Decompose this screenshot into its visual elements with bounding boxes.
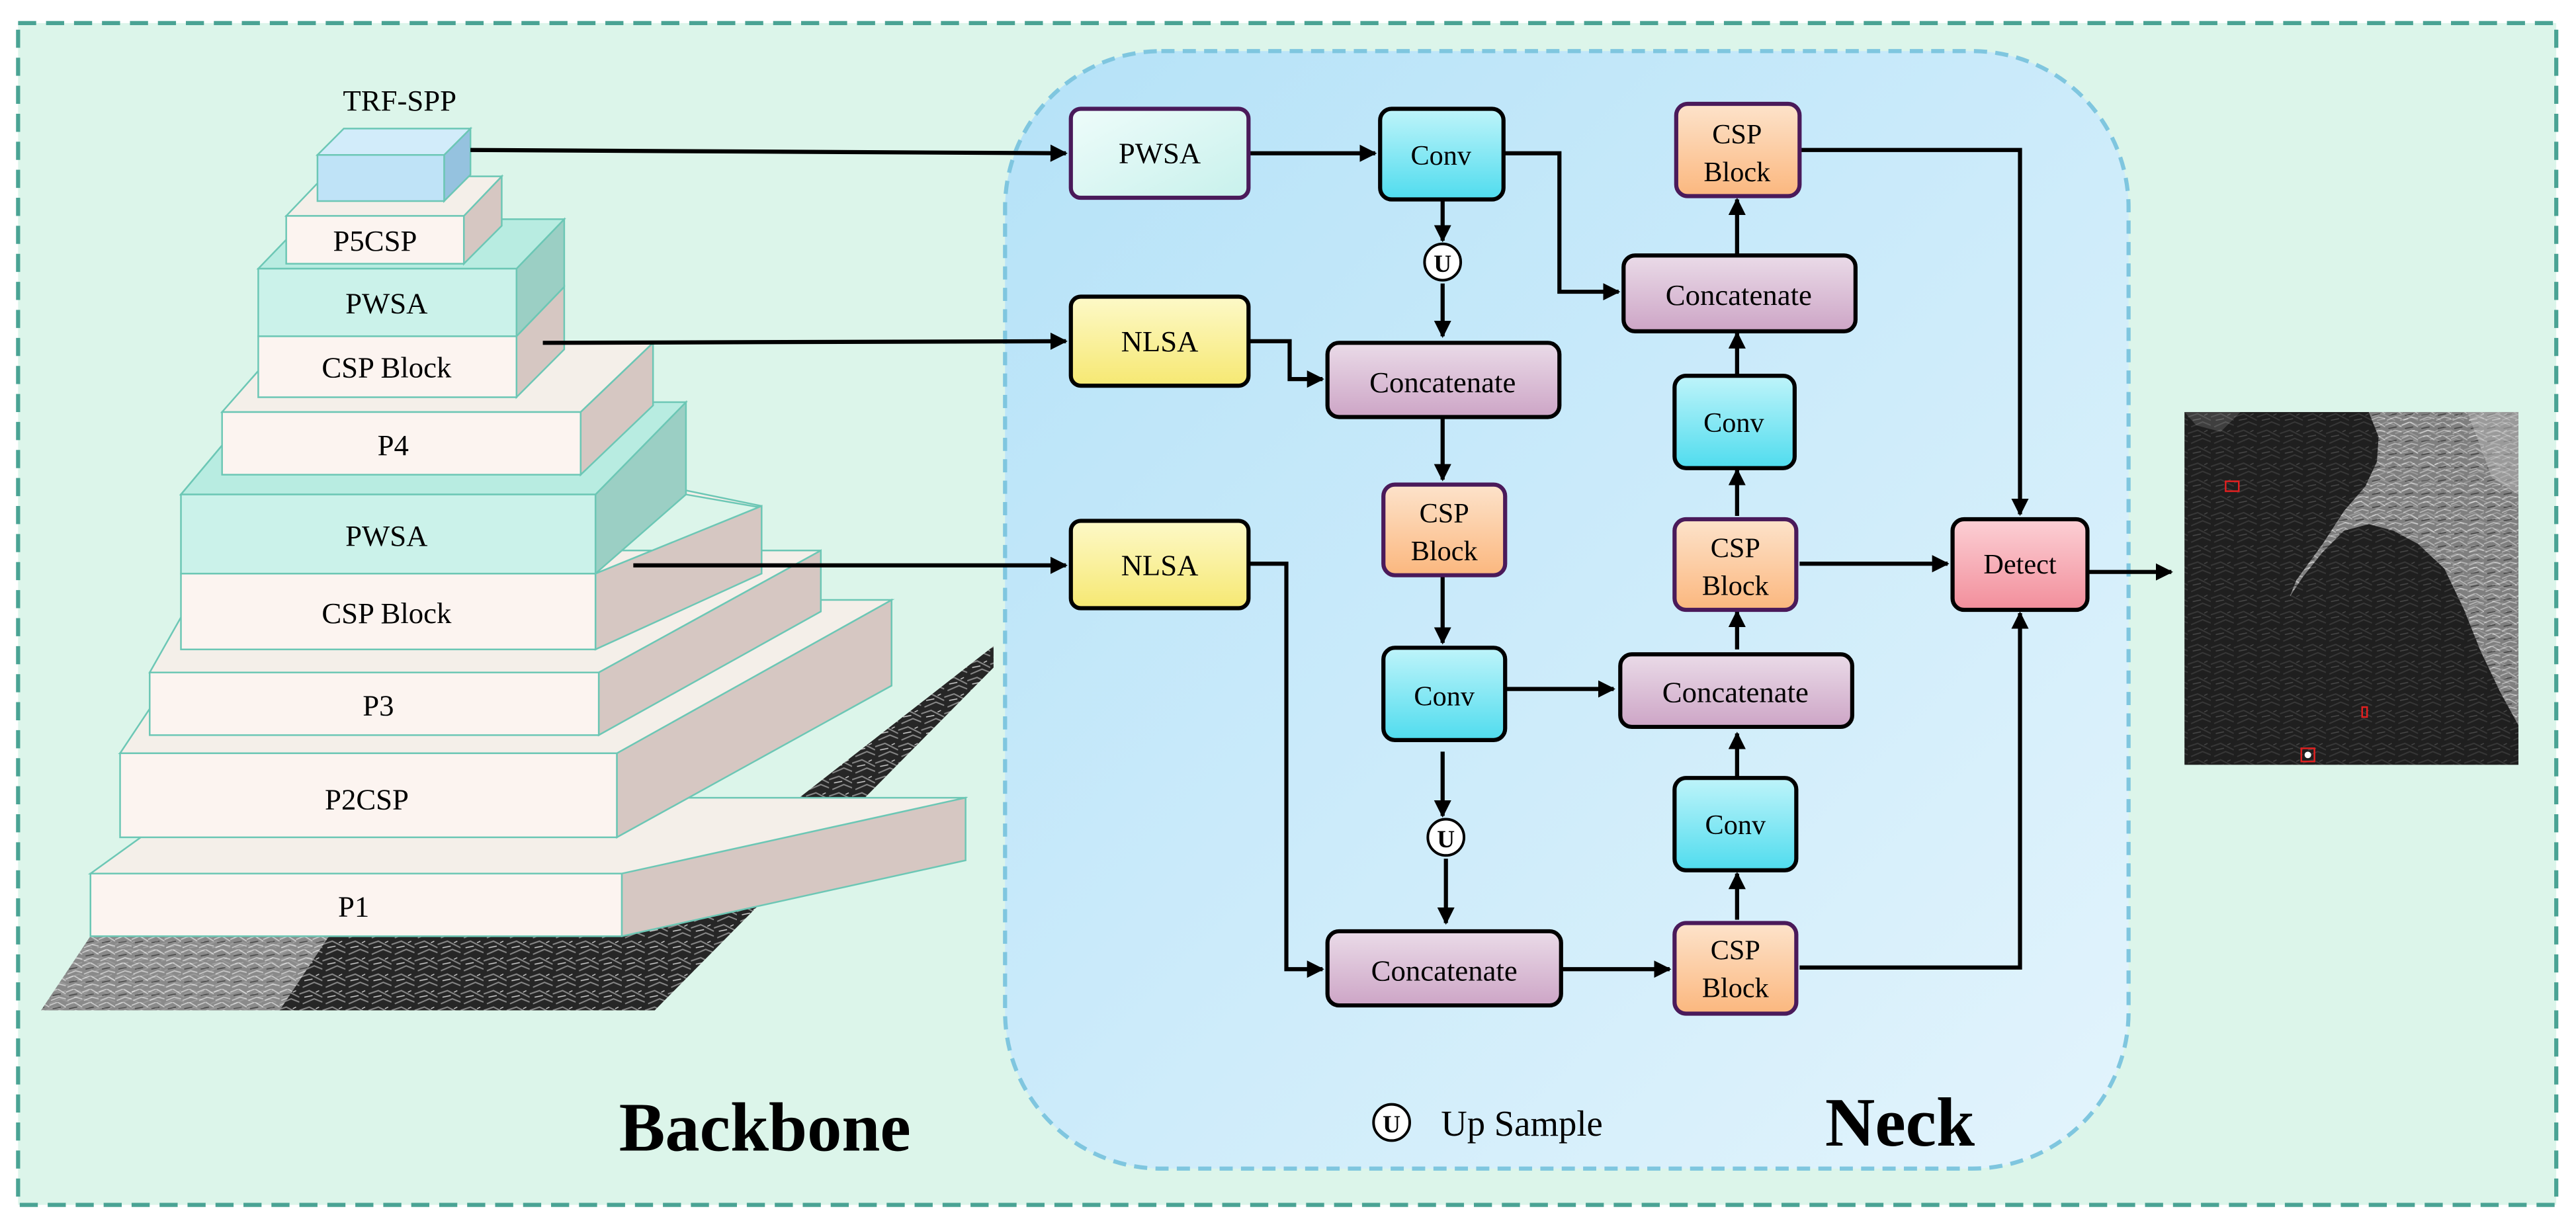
detected-ship-box	[2225, 480, 2240, 492]
neck-concat-1-label: Concatenate	[1369, 366, 1516, 399]
legend-upsample-symbol: U	[1383, 1111, 1400, 1138]
neck-csp-left-line1: CSP	[1420, 498, 1469, 529]
neck-concat-4-label: Concatenate	[1371, 954, 1518, 988]
layer-pwsa-top	[257, 267, 518, 337]
upsample-icon	[1426, 818, 1466, 857]
csp-block-mid-label: CSP Block	[322, 597, 452, 630]
neck-csp-bottom-block	[1672, 921, 1799, 1016]
neck-conv-right-lower-block	[1672, 776, 1799, 872]
layer-p1	[89, 872, 623, 937]
neck-conv-top-label: Conv	[1410, 140, 1471, 171]
neck-csp-mid-line2: Block	[1702, 571, 1770, 602]
csp-block-top-label: CSP Block	[322, 351, 452, 384]
neck-pwsa-label: PWSA	[1119, 137, 1201, 170]
neck-conv-right-upper-block	[1672, 374, 1797, 470]
detected-ship-box	[2361, 706, 2368, 718]
neck-conv-right-upper-label: Conv	[1703, 407, 1764, 439]
layer-csp-block-mid	[180, 572, 597, 651]
neck-title: Neck	[1825, 1084, 1975, 1161]
neck-csp-top-line2: Block	[1703, 157, 1771, 188]
upsample-symbol: U	[1437, 826, 1455, 853]
neck-conv-mid-block	[1381, 646, 1508, 742]
upsample-icon	[1423, 242, 1463, 282]
neck-csp-bottom-line2: Block	[1702, 973, 1770, 1004]
detection-output-image	[2184, 411, 2518, 765]
pwsa-mid-label: PWSA	[345, 519, 428, 552]
legend-upsample-label: Up Sample	[1441, 1103, 1603, 1144]
p3-label: P3	[363, 689, 394, 722]
neck-csp-mid-block	[1672, 517, 1799, 612]
detected-ship-box	[2300, 747, 2315, 763]
layer-p5csp	[285, 215, 465, 265]
neck-csp-left-block	[1381, 482, 1508, 577]
p2csp-label: P2CSP	[325, 782, 409, 816]
neck-conv-top-block	[1378, 106, 1506, 202]
neck-nlsa-top-block	[1068, 294, 1251, 388]
arrow-csp-top-to-nlsa	[542, 332, 1068, 350]
p1-label: P1	[338, 890, 369, 923]
neck-concat-2-label: Concatenate	[1666, 278, 1812, 312]
backbone-pyramid: TRF-SPP P5CSP PWSA CSP Block P4 PWSA CSP…	[41, 84, 994, 1011]
layer-p4	[221, 411, 582, 476]
neck-csp-bottom-line1: CSP	[1711, 935, 1760, 966]
neck-conv-right-lower-label: Conv	[1705, 810, 1766, 841]
neck-concat-3-block	[1618, 652, 1855, 730]
neck-concat-4-block	[1325, 929, 1563, 1008]
layer-csp-block-top	[257, 335, 518, 398]
neck-csp-top-block	[1674, 101, 1802, 198]
legend-upsample-icon	[1372, 1103, 1411, 1142]
neck-concat-3-label: Concatenate	[1662, 676, 1809, 709]
neck-conv-mid-label: Conv	[1414, 681, 1475, 712]
neck-connections	[1248, 144, 2173, 978]
neck-csp-mid-line1: CSP	[1711, 532, 1760, 564]
neck-csp-top-line1: CSP	[1712, 119, 1762, 150]
neck-concat-1-block	[1325, 341, 1562, 419]
p4-label: P4	[378, 429, 409, 462]
layer-trf-spp	[316, 153, 445, 202]
detect-block	[1950, 517, 2090, 612]
neck-nlsa-bottom-label: NLSA	[1121, 549, 1199, 582]
pwsa-top-label: PWSA	[345, 286, 428, 319]
neck-nlsa-top-label: NLSA	[1121, 325, 1199, 358]
p5csp-label: P5CSP	[333, 224, 417, 257]
upsample-symbol: U	[1434, 251, 1451, 278]
layer-p3	[149, 671, 600, 736]
neck-nlsa-bottom-block	[1068, 519, 1251, 611]
neck-csp-left-line2: Block	[1411, 536, 1479, 567]
sar-base-highlight	[41, 936, 329, 1011]
neck-concat-2-block	[1621, 253, 1858, 333]
arrow-trf-to-pwsa	[470, 144, 1068, 162]
neck-pwsa-block	[1068, 106, 1251, 200]
backbone-title: Backbone	[619, 1089, 911, 1165]
detect-label: Detect	[1983, 549, 2056, 580]
layer-pwsa-mid	[180, 493, 597, 575]
trf-spp-label: TRF-SPP	[343, 84, 456, 117]
